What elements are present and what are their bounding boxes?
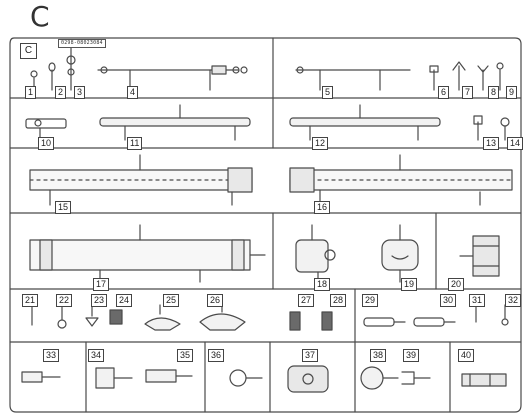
part-number-tag: 33	[43, 349, 60, 362]
sprue-frame-label: C	[20, 43, 37, 59]
part-18	[295, 224, 336, 283]
part-39	[401, 371, 431, 385]
part-16	[289, 154, 513, 206]
part-20	[459, 235, 500, 277]
part-36	[229, 369, 263, 387]
part-9	[496, 62, 504, 91]
part-32	[501, 304, 509, 326]
part-number-tag: 40	[458, 349, 475, 362]
sprue-frame-outer	[9, 37, 522, 413]
part-8	[477, 65, 489, 91]
part-26	[199, 304, 246, 331]
part-10	[25, 118, 67, 141]
part-number-tag: 27	[298, 294, 315, 307]
part-2	[48, 62, 56, 91]
part-number-tag: 24	[116, 294, 133, 307]
part-number-tag: 39	[403, 349, 420, 362]
part-38	[360, 366, 399, 390]
part-13	[473, 115, 483, 141]
part-7	[452, 61, 466, 91]
part-number-tag: 35	[177, 349, 194, 362]
part-35	[145, 369, 193, 383]
part-number-tag: 38	[370, 349, 387, 362]
part-3	[66, 47, 76, 91]
part-number-tag: 4	[127, 86, 139, 99]
part-number-tag: 9	[506, 86, 518, 99]
part-23	[85, 304, 99, 327]
part-number-tag: 34	[88, 349, 105, 362]
part-29	[363, 317, 406, 327]
part-number-tag: 8	[488, 86, 500, 99]
part-27	[289, 311, 301, 331]
part-number-tag: 7	[462, 86, 474, 99]
part-25	[144, 304, 181, 331]
part-30	[413, 317, 456, 327]
part-33	[21, 371, 61, 383]
part-12	[289, 104, 441, 141]
part-number-tag: 20	[448, 278, 465, 291]
part-number-tag: 26	[207, 294, 224, 307]
part-number-tag: 6	[438, 86, 450, 99]
part-number-tag: 22	[56, 294, 73, 307]
part-19	[381, 224, 419, 283]
part-number-tag: 16	[314, 201, 331, 214]
part-number-tag: 14	[507, 137, 524, 150]
part-number-tag: 3	[74, 86, 86, 99]
part-number-tag: 19	[401, 278, 418, 291]
part-number-tag: 12	[312, 137, 329, 150]
part-number-tag: 18	[314, 278, 331, 291]
part-number-tag: 5	[322, 86, 334, 99]
part-number-tag: 15	[55, 201, 72, 214]
part-24	[109, 309, 123, 325]
part-6	[429, 65, 439, 91]
part-number-tag: 36	[208, 349, 225, 362]
part-number-tag: 13	[483, 137, 500, 150]
part-37	[287, 365, 329, 393]
part-40	[461, 373, 507, 387]
part-number-tag: 29	[362, 294, 379, 307]
part-number-tag: 25	[163, 294, 180, 307]
part-number-tag: 32	[505, 294, 522, 307]
part-number-tag: 17	[93, 278, 110, 291]
part-14	[500, 117, 510, 141]
part-number-tag: 21	[22, 294, 39, 307]
part-number-tag: 31	[469, 294, 486, 307]
part-5	[295, 66, 411, 91]
part-17	[29, 224, 266, 283]
part-number-tag: 11	[127, 137, 143, 150]
part-number-tag: 37	[302, 349, 319, 362]
part-number-tag: 1	[25, 86, 37, 99]
part-code: 0298-08023084	[58, 39, 106, 48]
part-4	[97, 65, 248, 91]
part-number-tag: 23	[91, 294, 108, 307]
part-34	[95, 367, 133, 389]
sprue-letter: C	[30, 0, 50, 33]
part-number-tag: 2	[55, 86, 67, 99]
part-number-tag: 28	[330, 294, 347, 307]
part-28	[321, 311, 333, 331]
part-number-tag: 30	[440, 294, 457, 307]
part-number-tag: 10	[38, 137, 55, 150]
part-15	[29, 154, 253, 206]
part-11	[99, 104, 251, 141]
part-22	[57, 304, 67, 329]
